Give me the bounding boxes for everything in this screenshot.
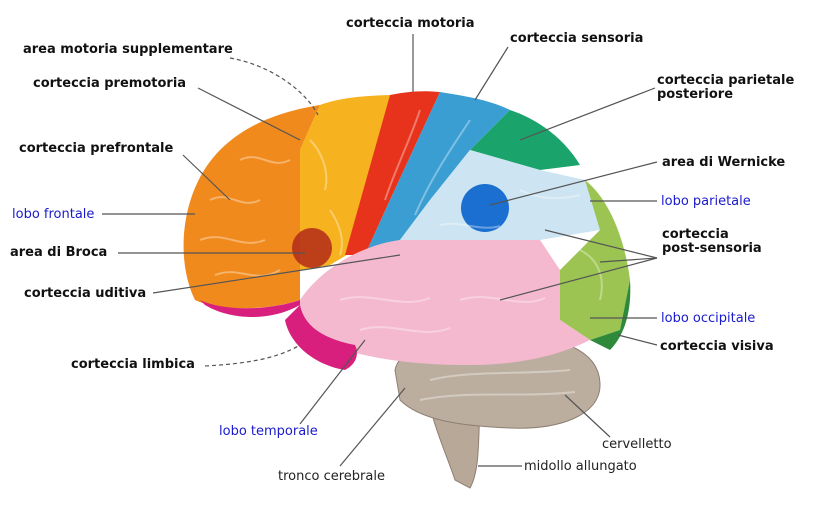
label-broca-area: area di Broca — [10, 245, 108, 260]
gyri-texture — [199, 109, 603, 401]
leader-premotor — [197, 87, 301, 141]
label-visual-cortex: corteccia visiva — [660, 339, 774, 354]
wernicke-region — [461, 184, 509, 232]
label-motor-cortex: corteccia motoria — [346, 16, 475, 31]
label-posterior-parietal-1: corteccia parietale — [657, 73, 795, 88]
temporal-region — [298, 240, 590, 365]
limbic-front-region — [200, 300, 300, 318]
leader-wernicke — [489, 161, 658, 206]
label-premotor-cortex: corteccia premotoria — [33, 76, 187, 91]
leader-lines — [102, 34, 658, 467]
label-brainstem: tronco cerebrale — [278, 469, 385, 484]
label-frontal-lobe: lobo frontale — [12, 207, 95, 222]
leader-visual — [617, 334, 658, 346]
label-supplementary-motor-area: area motoria supplementare — [23, 42, 233, 57]
leader-cerebellum — [564, 394, 611, 438]
prefrontal-region — [183, 105, 320, 309]
label-posterior-parietal-2: posteriore — [657, 87, 734, 102]
sensory-region — [365, 92, 510, 255]
motor-region — [345, 91, 440, 255]
leader-posterior-parietal — [519, 87, 656, 141]
leader-auditory — [152, 254, 401, 294]
leader-sensory — [474, 46, 509, 101]
post-sensory-region — [560, 180, 630, 340]
label-limbic-cortex: corteccia limbica — [71, 357, 195, 372]
leader-temporal — [299, 339, 366, 425]
leader-prefrontal — [182, 154, 231, 201]
label-sensory-cortex: corteccia sensoria — [510, 31, 644, 46]
label-auditory-cortex: corteccia uditiva — [24, 286, 147, 301]
label-temporal-lobe: lobo temporale — [219, 424, 318, 439]
label-post-sensory-2: post-sensoria — [662, 241, 762, 256]
label-occipital-lobe: lobo occipitale — [661, 311, 756, 326]
visual-region — [590, 280, 631, 350]
label-parietal-lobe: lobo parietale — [661, 194, 751, 209]
label-prefrontal-cortex: corteccia prefrontale — [19, 141, 174, 156]
label-medulla: midollo allungato — [524, 459, 637, 474]
label-wernicke-area: area di Wernicke — [662, 155, 786, 170]
limbic-region — [285, 305, 357, 370]
premotor-region — [300, 95, 390, 270]
broca-region — [292, 228, 332, 268]
label-post-sensory-1: corteccia — [662, 227, 729, 242]
label-cerebellum: cervelletto — [602, 437, 672, 452]
leader-post-sensory-3 — [499, 257, 658, 301]
leader-post-sensory-1 — [544, 229, 658, 259]
leader-post-sensory-2 — [599, 257, 658, 263]
leader-brainstem — [339, 387, 406, 467]
posterior-parietal-region — [470, 110, 580, 170]
leader-supplementary — [229, 57, 319, 116]
leader-limbic — [204, 344, 301, 367]
